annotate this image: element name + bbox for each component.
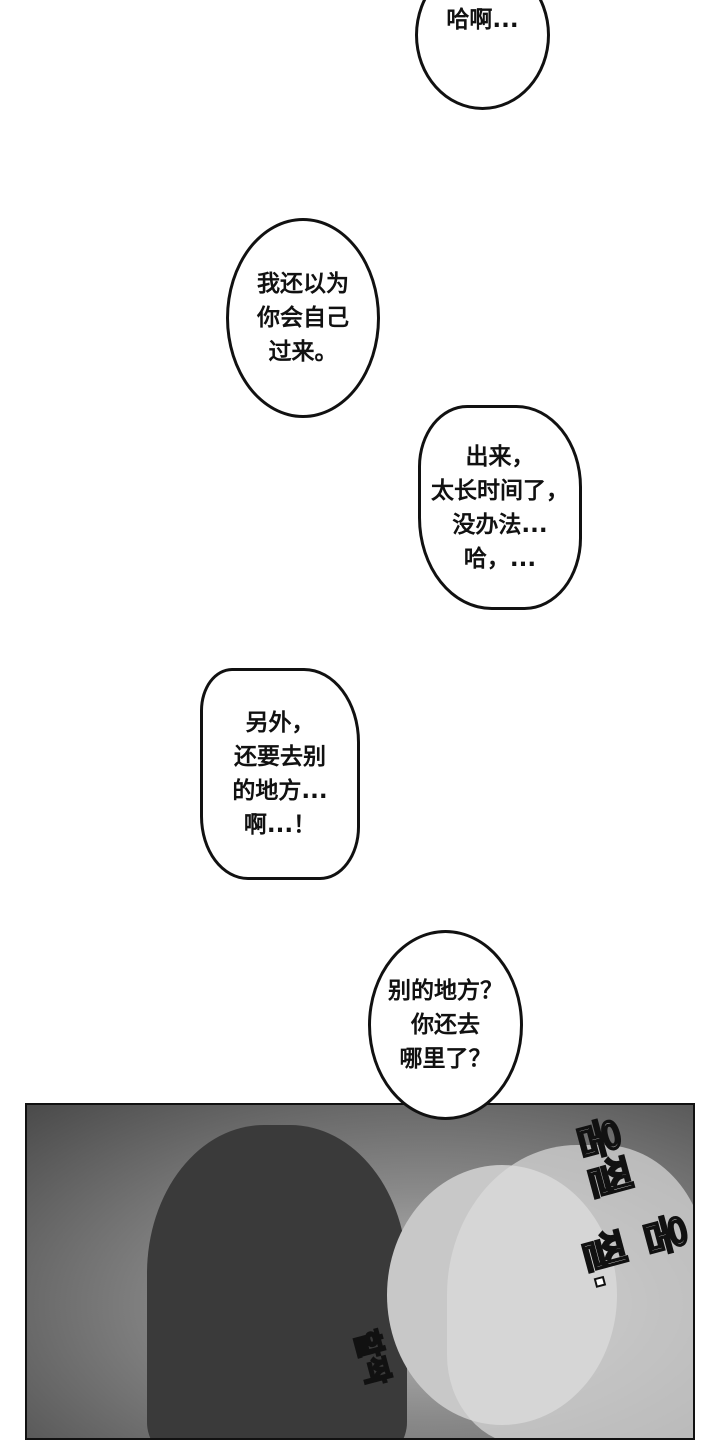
character-light-hair xyxy=(447,1145,693,1438)
bubble-line: 另外， xyxy=(245,710,315,736)
speech-bubble-3: 出来， 太长时间了， 没办法... 哈，... xyxy=(418,405,582,610)
bubble-line: 没办法... xyxy=(452,511,548,538)
bubble-line: 别的地方？ xyxy=(388,978,503,1004)
bubble-line: 我还以为 xyxy=(257,271,349,297)
bubble-line: 你还去 xyxy=(411,1012,480,1038)
bubble-line: 太长时间了， xyxy=(431,477,569,504)
character-dark-hair xyxy=(147,1125,407,1438)
bubble-line: 啊...！ xyxy=(243,812,317,838)
speech-bubble-4: 另外， 还要去别 的地方... 啊...！ xyxy=(200,668,360,880)
bubble-line: 还要去别 xyxy=(234,744,326,770)
bubble-line: 出来， xyxy=(465,443,535,470)
bubble-line: 的地方... xyxy=(232,778,328,804)
bubble-line: 哈啊... xyxy=(446,7,519,33)
speech-bubble-5: 别的地方？ 你还去 哪里了？ xyxy=(368,930,523,1120)
speech-bubble-2: 我还以为 你会自己 过来。 xyxy=(226,218,380,418)
speech-bubble-1: 哈啊... xyxy=(415,0,550,110)
bubble-line: 你会自己 xyxy=(257,305,349,331)
manga-panel: 움찔 움찔. 할짝 xyxy=(25,1103,695,1440)
bubble-line: 过来。 xyxy=(268,339,338,365)
bubble-line: 哈，... xyxy=(463,545,537,572)
bubble-line: 哪里了？ xyxy=(399,1046,492,1072)
